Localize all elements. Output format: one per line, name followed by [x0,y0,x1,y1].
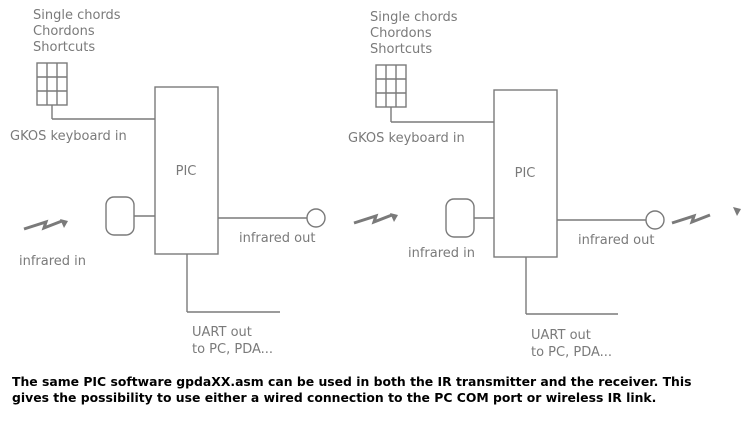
left-uart-line-1: UART out [192,325,252,340]
left-inputs-line-2: Chordons [33,24,95,39]
right-inputs-line-2: Chordons [370,26,432,41]
right-diagram: Single chords Chordons Shortcuts GKOS ke… [348,10,741,360]
right-ir-in-label: infrared in [408,246,475,261]
left-ir-in-label: infrared in [19,254,86,269]
left-ir-out-label: infrared out [239,231,315,246]
right-inputs-line-3: Shortcuts [370,42,432,57]
right-inputs-line-1: Single chords [370,10,458,25]
right-pic-label: PIC [515,166,536,181]
caption-line-1: The same PIC software gpdaXX.asm can be … [12,374,692,389]
right-infrared-in-signal-icon [352,213,398,225]
left-ir-receiver-icon [105,196,135,236]
right-ir-receiver-icon [445,198,475,238]
left-infrared-signal-icon [22,219,68,231]
left-inputs-line-3: Shortcuts [33,40,95,55]
caption: The same PIC software gpdaXX.asm can be … [12,374,742,406]
left-keyboard-label: GKOS keyboard in [10,129,127,144]
left-ir-led-icon [306,208,326,228]
left-pic-label: PIC [176,164,197,179]
left-diagram: Single chords Chordons Shortcuts GKOS ke… [10,8,326,357]
right-infrared-out-signal-icon [670,207,741,225]
right-ir-led-icon [645,210,665,230]
caption-line-2: gives the possibility to use either a wi… [12,390,657,405]
left-uart-line-2: to PC, PDA... [192,342,273,357]
right-keypad-icon [375,64,407,108]
right-keyboard-label: GKOS keyboard in [348,131,465,146]
left-inputs-line-1: Single chords [33,8,121,23]
left-keypad-icon [36,62,68,106]
right-ir-out-label: infrared out [578,233,654,248]
right-uart-line-1: UART out [531,328,591,343]
right-uart-line-2: to PC, PDA... [531,345,612,360]
